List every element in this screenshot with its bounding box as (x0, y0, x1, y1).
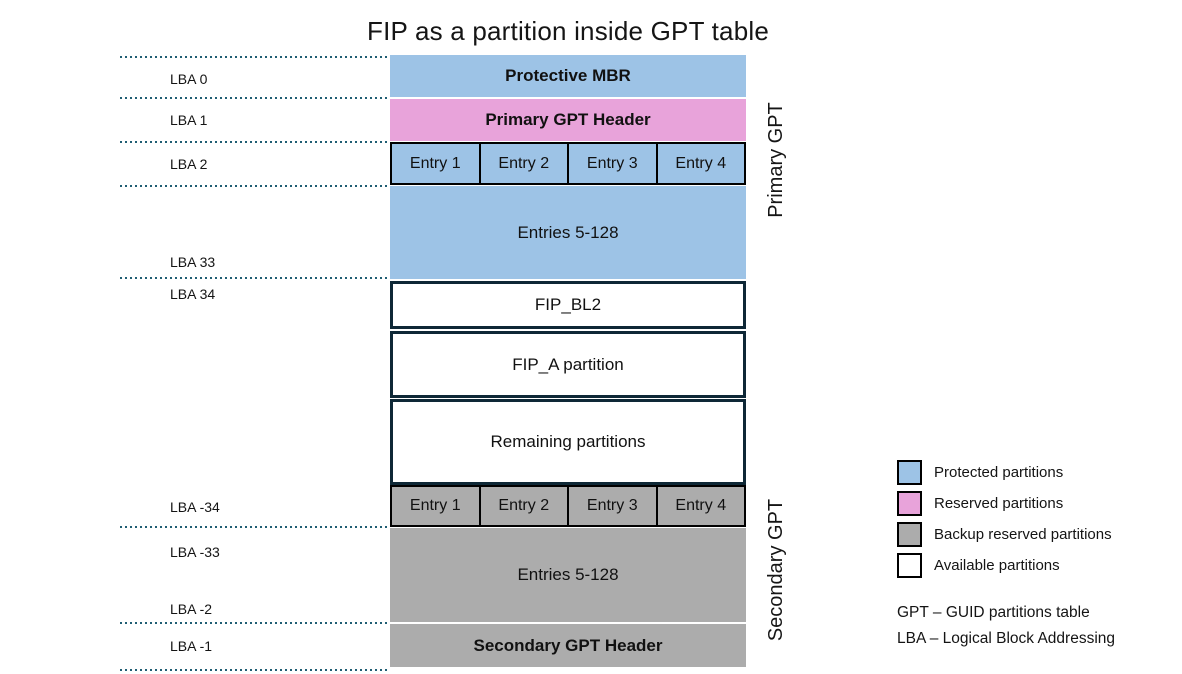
entry-cell: Entry 3 (567, 142, 658, 185)
lba-label: LBA 34 (170, 286, 216, 302)
block-secondary-entries-row: Entry 1 Entry 2 Entry 3 Entry 4 (390, 485, 746, 527)
entry-cell: Entry 4 (655, 142, 746, 185)
entry-cell: Entry 3 (567, 485, 658, 527)
entry-cell: Entry 1 (390, 485, 481, 527)
block-fip-bl2: FIP_BL2 (390, 281, 746, 329)
block-secondary-entries-5-128: Entries 5-128 (390, 528, 746, 622)
dotted-separator (120, 185, 390, 187)
entry-cell: Entry 1 (390, 142, 481, 185)
legend-label: Protected partitions (934, 464, 1064, 481)
lba-label: LBA 1 (170, 112, 208, 128)
lba-label: LBA 0 (170, 71, 208, 87)
dotted-separator (120, 97, 390, 99)
legend-label: Reserved partitions (934, 495, 1064, 512)
lba-definition: LBA – Logical Block Addressing (897, 630, 1115, 647)
block-secondary-gpt-header: Secondary GPT Header (390, 624, 746, 667)
protected-swatch-icon (897, 460, 922, 485)
legend-item: Available partitions (897, 553, 1112, 578)
primary-gpt-side-label: Primary GPT (765, 102, 787, 218)
legend-item: Backup reserved partitions (897, 522, 1112, 547)
block-remaining-partitions: Remaining partitions (390, 399, 746, 485)
secondary-gpt-side-label: Secondary GPT (765, 498, 787, 642)
lba-label: LBA -33 (170, 544, 220, 560)
dotted-separator (120, 622, 390, 624)
gpt-definition: GPT – GUID partitions table (897, 604, 1090, 621)
block-primary-entries-row: Entry 1 Entry 2 Entry 3 Entry 4 (390, 142, 746, 185)
block-protective-mbr: Protective MBR (390, 55, 746, 97)
block-fip-a-partition: FIP_A partition (390, 331, 746, 398)
lba-label: LBA -34 (170, 499, 220, 515)
reserved-swatch-icon (897, 491, 922, 516)
lba-label: LBA 33 (170, 254, 216, 270)
lba-label: LBA -2 (170, 601, 213, 617)
lba-label: LBA 2 (170, 156, 208, 172)
dotted-separator (120, 56, 390, 58)
lba-label: LBA -1 (170, 638, 213, 654)
dotted-separator (120, 277, 390, 279)
page-title: FIP as a partition inside GPT table (366, 16, 770, 46)
entry-cell: Entry 2 (478, 485, 569, 527)
legend-label: Available partitions (934, 557, 1060, 574)
dotted-separator (120, 141, 390, 143)
block-primary-entries-5-128: Entries 5-128 (390, 186, 746, 279)
abbreviation-definitions: GPT – GUID partitions table LBA – Logica… (897, 600, 1115, 652)
legend-label: Backup reserved partitions (934, 526, 1112, 543)
legend-item: Protected partitions (897, 460, 1112, 485)
entry-cell: Entry 2 (478, 142, 569, 185)
legend-item: Reserved partitions (897, 491, 1112, 516)
legend: Protected partitions Reserved partitions… (897, 460, 1112, 584)
available-swatch-icon (897, 553, 922, 578)
dotted-separator (120, 669, 390, 671)
entry-cell: Entry 4 (655, 485, 746, 527)
backup-swatch-icon (897, 522, 922, 547)
dotted-separator (120, 526, 390, 528)
block-primary-gpt-header: Primary GPT Header (390, 99, 746, 141)
